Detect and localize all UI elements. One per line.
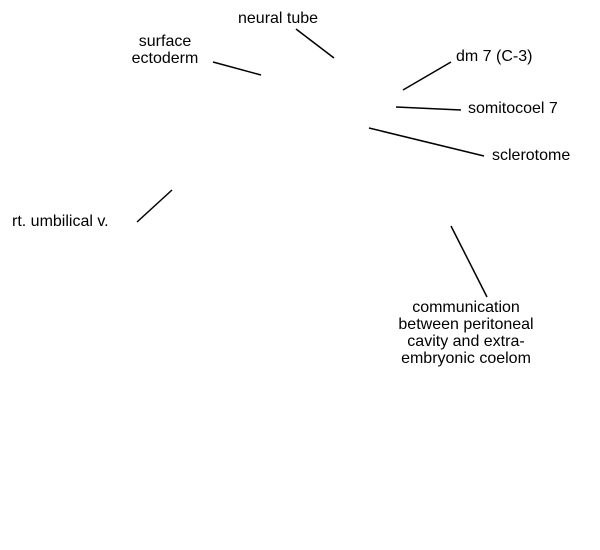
label-communication-line-4: embryonic coelom: [401, 350, 531, 367]
label-sclerotome: sclerotome: [492, 147, 571, 164]
leader-line-somitocoel: [395, 106, 462, 111]
label-neural-tube: neural tube: [238, 10, 319, 27]
label-umbilical-vein: rt. umbilical v.: [12, 213, 109, 230]
label-communication: communication between peritoneal cavity …: [376, 299, 556, 367]
leader-line-dm7: [402, 61, 452, 91]
label-dm7: dm 7 (C-3): [456, 48, 533, 65]
label-surface-ectoderm-line-2: ectoderm: [131, 50, 199, 67]
label-communication-line-2: between peritoneal: [398, 316, 534, 333]
leader-line-surface-ectoderm: [212, 61, 262, 76]
leader-line-umbilical-vein: [136, 189, 173, 223]
leader-line-neural-tube: [295, 28, 335, 59]
label-communication-line-1: communication: [412, 299, 520, 316]
leader-line-sclerotome: [368, 127, 485, 157]
label-surface-ectoderm-line-1: surface: [138, 33, 192, 50]
leader-line-communication: [450, 225, 488, 298]
label-communication-line-3: cavity and extra-: [407, 333, 525, 350]
label-surface-ectoderm: surface ectoderm: [120, 33, 210, 67]
label-somitocoel: somitocoel 7: [468, 100, 558, 117]
